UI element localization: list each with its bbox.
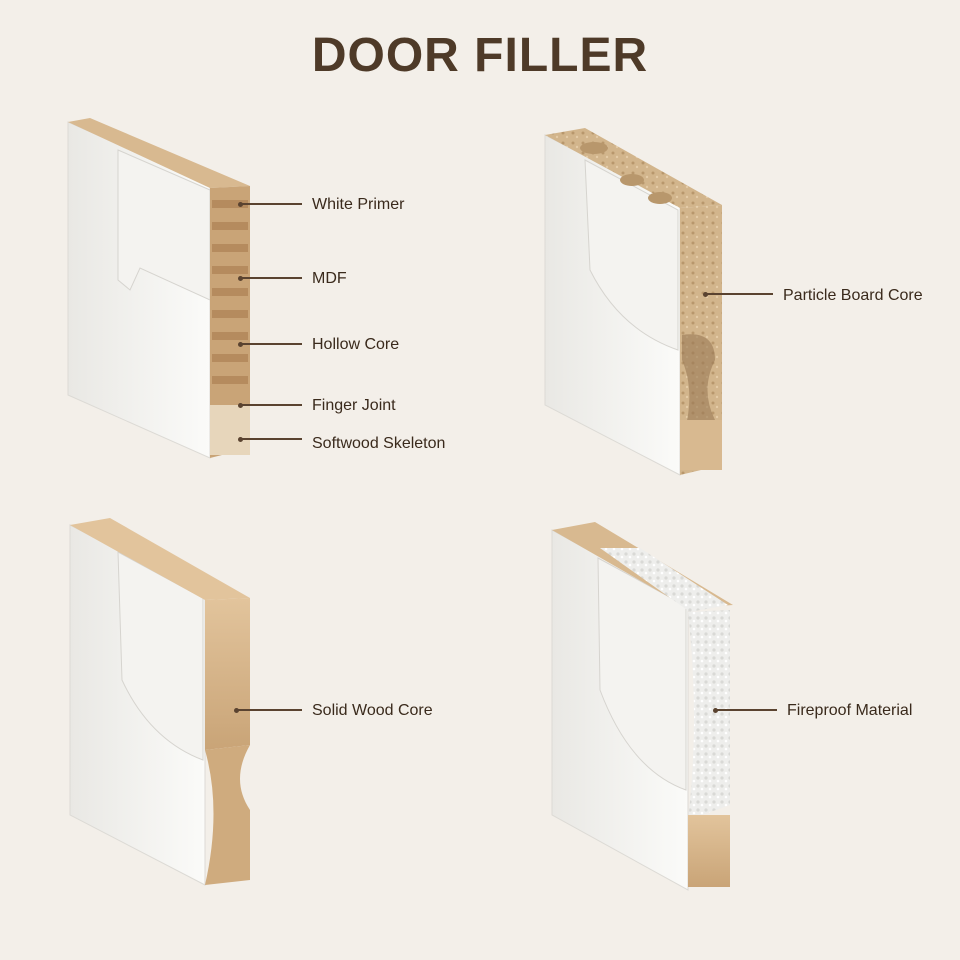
label-softwood-skeleton: Softwood Skeleton xyxy=(312,435,446,452)
fireproof-door-illustration xyxy=(551,522,733,891)
softwood-skeleton-leader xyxy=(240,438,302,440)
label-finger-joint: Finger Joint xyxy=(312,397,396,414)
white-primer-leader xyxy=(240,203,302,205)
page-title: DOOR FILLER xyxy=(311,29,649,82)
solid-wood-leader xyxy=(236,709,302,711)
label-fireproof-material: Fireproof Material xyxy=(787,702,913,719)
label-hollow-core: Hollow Core xyxy=(312,336,400,353)
fireproof-leader xyxy=(715,709,777,711)
particle-board-door-illustration xyxy=(544,128,722,476)
solid-wood-door-illustration xyxy=(69,518,250,886)
mdf-leader xyxy=(240,277,302,279)
finger-joint-leader xyxy=(240,404,302,406)
label-mdf: MDF xyxy=(312,270,347,287)
hollow-core-door-illustration xyxy=(67,118,250,459)
label-white-primer: White Primer xyxy=(312,196,405,213)
hollow-core-leader xyxy=(240,343,302,345)
label-solid-wood-core: Solid Wood Core xyxy=(312,702,433,719)
label-particle-board-core: Particle Board Core xyxy=(783,287,923,304)
particle-board-leader xyxy=(705,293,773,295)
